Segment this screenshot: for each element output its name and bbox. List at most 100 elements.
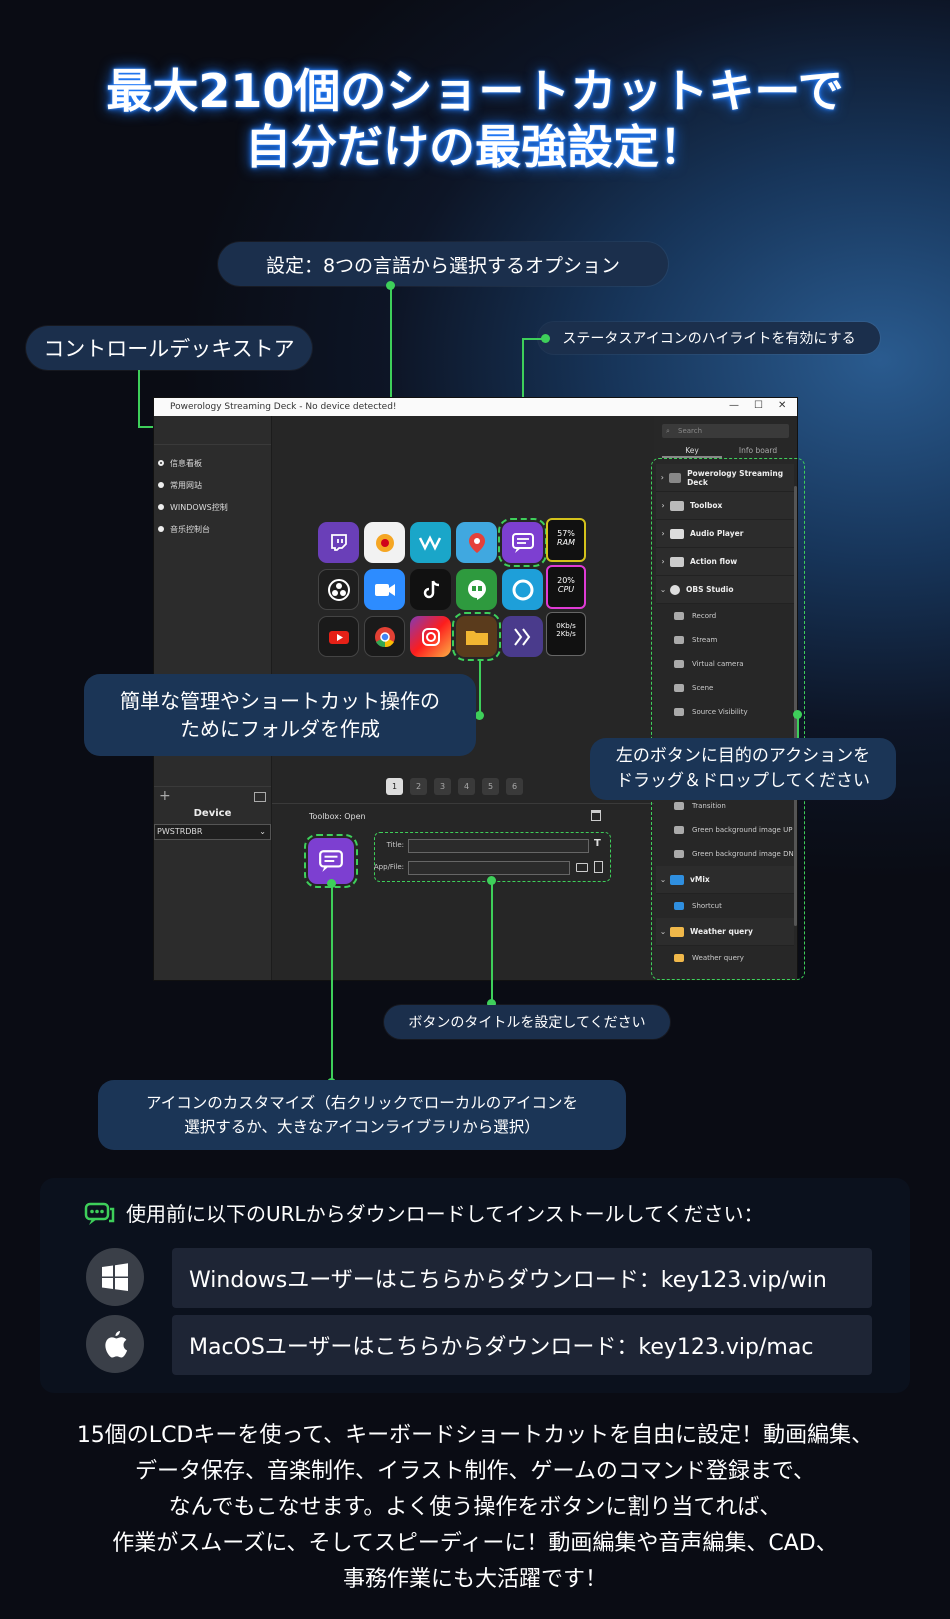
- page-button[interactable]: 1: [386, 778, 403, 795]
- search-input[interactable]: Search ⌕: [662, 424, 789, 438]
- page-button[interactable]: 6: [506, 778, 523, 795]
- youtube-key[interactable]: [318, 616, 359, 657]
- window-title: Powerology Streaming Deck - No device de…: [170, 402, 397, 412]
- connector-icon: [331, 884, 333, 1084]
- obs-icon: [327, 578, 350, 601]
- search-icon: ⌕: [666, 427, 670, 435]
- window-titlebar: Powerology Streaming Deck - No device de…: [154, 398, 797, 416]
- action-item[interactable]: Scene: [656, 676, 794, 700]
- twitch-key[interactable]: [318, 522, 359, 563]
- close-icon[interactable]: ✕: [778, 400, 787, 411]
- hangouts-key[interactable]: [456, 569, 497, 610]
- minimize-icon[interactable]: —: [729, 400, 739, 411]
- action-item[interactable]: Source Visibility: [656, 700, 794, 724]
- layers-icon: [674, 684, 684, 692]
- callout-drag-line-1: 左のボタンに目的のアクションを: [615, 746, 871, 766]
- callout-drag-drop: 左のボタンに目的のアクションを ドラッグ＆ドロップしてください: [590, 738, 896, 800]
- toolbox-label: Toolbox: Open: [309, 812, 366, 821]
- action-item[interactable]: Green background image UP: [656, 818, 794, 842]
- nav-item[interactable]: 常用网站: [154, 474, 271, 496]
- nav-item[interactable]: 音乐控制台: [154, 518, 271, 540]
- alexa-key[interactable]: [502, 569, 543, 610]
- mac-download-link[interactable]: MacOSユーザーはこちらからダウンロード：key123.vip/mac: [172, 1315, 872, 1375]
- chevron-app-key[interactable]: [502, 616, 543, 657]
- category-row[interactable]: ›Powerology Streaming Deck: [656, 464, 794, 492]
- callout-folder-line-1: 簡単な管理やショートカット操作の: [120, 689, 440, 713]
- action-item[interactable]: Record: [656, 604, 794, 628]
- add-icon[interactable]: +: [159, 788, 171, 804]
- network-monitor-key[interactable]: 0Kb/s 2Kb/s: [546, 612, 586, 656]
- cpu-percent: 20%: [557, 576, 575, 585]
- action-label: Green background image DN: [692, 850, 794, 858]
- action-list-highlight: [651, 458, 805, 980]
- obs-icon: [670, 584, 680, 595]
- obs-key[interactable]: [318, 569, 359, 610]
- action-item[interactable]: Virtual camera: [656, 652, 794, 676]
- action-item[interactable]: Green background image DN: [656, 842, 794, 866]
- cpu-monitor-key[interactable]: 20% CPU: [546, 565, 586, 609]
- chrome-icon: [374, 626, 395, 647]
- connector-dot: [475, 711, 484, 720]
- weather-icon: [670, 926, 684, 937]
- page-button[interactable]: 3: [434, 778, 451, 795]
- tab-key[interactable]: Key: [662, 444, 722, 458]
- zoom-key[interactable]: [364, 569, 405, 610]
- category-row[interactable]: ⌄Weather query: [656, 918, 794, 946]
- action-item[interactable]: Weather query: [656, 946, 794, 970]
- chrome-key[interactable]: [364, 616, 405, 657]
- category-row[interactable]: ›Action flow: [656, 548, 794, 576]
- appfile-input[interactable]: [408, 861, 570, 875]
- folder-open-icon[interactable]: [576, 863, 588, 872]
- selected-key-preview[interactable]: [304, 834, 358, 888]
- trash-icon[interactable]: [591, 810, 601, 821]
- nav-item[interactable]: 信息看板: [154, 452, 271, 474]
- category-row[interactable]: ⌄vMix: [656, 866, 794, 894]
- text-format-icon[interactable]: T: [594, 838, 601, 849]
- chat-icon: [511, 532, 534, 553]
- category-row[interactable]: ⌄OBS Studio: [656, 576, 794, 604]
- folder-key[interactable]: [452, 612, 501, 661]
- wave-app-key[interactable]: [410, 522, 451, 563]
- youtube-icon: [328, 630, 349, 644]
- callout-icon-custom: アイコンのカスタマイズ（右クリックでローカルのアイコンを 選択するか、大きなアイ…: [98, 1080, 626, 1150]
- transition-icon: [674, 802, 684, 810]
- page-button[interactable]: 2: [410, 778, 427, 795]
- speaker-icon: [670, 528, 684, 539]
- action-label: Source Visibility: [692, 708, 748, 716]
- ram-monitor-key[interactable]: 57% RAM: [546, 518, 586, 562]
- category-row[interactable]: ›Toolbox: [656, 492, 794, 520]
- action-item[interactable]: Transition: [656, 794, 794, 818]
- chat-key[interactable]: [498, 518, 547, 567]
- page-button[interactable]: 5: [482, 778, 499, 795]
- windows-download-link[interactable]: Windowsユーザーはこちらからダウンロード：key123.vip/win: [172, 1248, 872, 1308]
- title-input[interactable]: [408, 839, 589, 853]
- tiktok-key[interactable]: [410, 569, 451, 610]
- periscope-key[interactable]: [456, 522, 497, 563]
- category-label: Weather query: [690, 927, 753, 936]
- action-item[interactable]: Shortcut: [656, 894, 794, 918]
- description-line-4: 作業がスムーズに、そしてスピーディーに！動画編集や音声編集、CAD、: [112, 1531, 838, 1556]
- scrollbar[interactable]: [794, 486, 797, 926]
- headline-line-1: 最大210個のショートカットキーで: [106, 64, 844, 118]
- nav-item-label: 音乐控制台: [170, 524, 210, 534]
- category-row[interactable]: ›Audio Player: [656, 520, 794, 548]
- action-item[interactable]: Stream: [656, 628, 794, 652]
- callout-store: コントロールデッキストア: [26, 326, 312, 370]
- maximize-icon[interactable]: ☐: [754, 400, 763, 411]
- file-icon[interactable]: [594, 861, 603, 873]
- device-label: Device: [193, 808, 232, 819]
- action-label: Green background image UP: [692, 826, 793, 834]
- manage-icon[interactable]: [254, 792, 266, 802]
- ram-label: RAM: [557, 538, 575, 547]
- device-select[interactable]: PWSTRDBR ⌄: [154, 824, 271, 840]
- chat-icon: [319, 850, 343, 872]
- headline-line-2: 自分だけの最強設定！: [245, 120, 705, 174]
- page-button[interactable]: 4: [458, 778, 475, 795]
- nav-item[interactable]: WINDOWS控制: [154, 496, 271, 518]
- image-down-icon: [674, 850, 684, 858]
- instagram-key[interactable]: [410, 616, 451, 657]
- flower-app-key[interactable]: [364, 522, 405, 563]
- category-label: Powerology Streaming Deck: [687, 468, 784, 487]
- tab-info-board[interactable]: Info board: [738, 446, 778, 455]
- category-label: vMix: [690, 875, 710, 884]
